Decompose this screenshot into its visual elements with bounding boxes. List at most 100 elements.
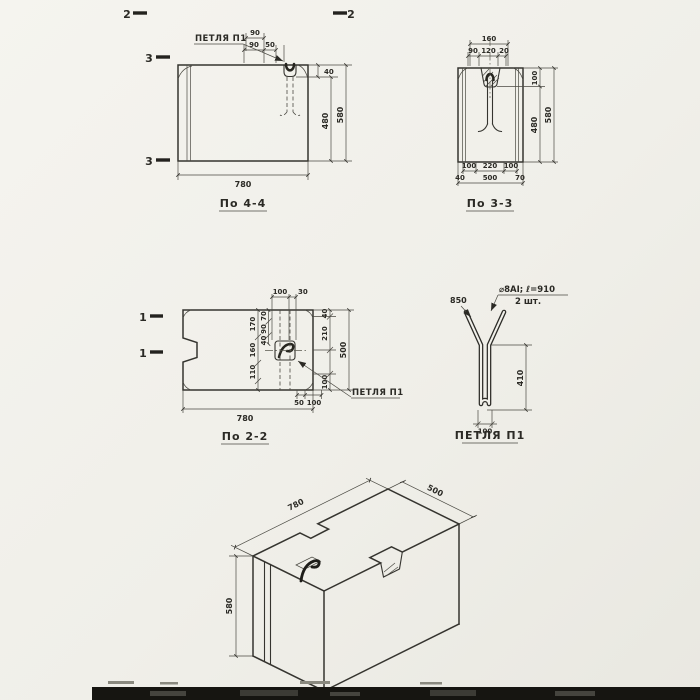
dim-90: 90: [468, 47, 478, 55]
dim-extension-lines: [271, 294, 297, 340]
view-loop-detail: 410 100 850 ⌀8АI; ℓ=910 2 шт. ПЕТЛЯ П1: [450, 285, 568, 444]
section-marker-1: 1: [139, 347, 147, 360]
corner-fillet: [177, 65, 193, 80]
dim-tick: [475, 421, 481, 427]
dim-100: 100: [462, 162, 477, 170]
block-outline-4-4: [177, 64, 309, 162]
dim-extension: [458, 514, 478, 525]
bar-spec: ⌀8АI; ℓ=910: [499, 285, 555, 295]
corner-fillets: [182, 309, 314, 391]
view-section-3-3: 160 90 120 20 100 480 580 100: [455, 35, 558, 212]
dim-line: [399, 480, 476, 519]
dim-40: 40: [455, 174, 465, 182]
view-title-3-3: По 3-3: [467, 197, 513, 210]
dim-500: 500: [426, 483, 445, 499]
section-marker-2: 2: [123, 8, 131, 21]
dim-160: 160: [482, 35, 497, 43]
dim-90: 90: [260, 324, 268, 334]
loop-label-2-2: ПЕТЛЯ П1: [352, 388, 404, 398]
view-title-4-4: По 4-4: [220, 197, 266, 210]
dim-tick: [326, 346, 334, 354]
scan-artifact: [160, 682, 178, 685]
dim-100: 100: [504, 162, 519, 170]
dim-780: 780: [286, 497, 305, 513]
dim-40: 40: [321, 309, 329, 319]
interior-dim-chain-b: 70 90 40: [260, 307, 272, 347]
dim-110: 110: [249, 365, 257, 380]
scan-artifact: [150, 691, 186, 696]
section-marker-3: 3: [145, 155, 153, 168]
dim-850: 850: [450, 296, 467, 305]
interior-dim-chain-a: 170 160 110: [249, 307, 262, 393]
dim-480: 480: [530, 116, 539, 133]
dim-780: 780: [237, 414, 254, 423]
dim-120: 120: [481, 47, 496, 55]
corner-fillet: [457, 67, 469, 81]
dim-580: 580: [225, 597, 234, 614]
dim-580: 580: [336, 106, 345, 123]
groove-lines-iso: [263, 560, 272, 666]
scan-artifact: [330, 692, 360, 696]
loop-bar-4-4: [284, 62, 296, 72]
dim-100: 100: [321, 375, 329, 390]
groove-lines: [186, 65, 191, 161]
dim-extension: [365, 477, 389, 490]
leader-line: [460, 305, 472, 318]
leader-line: [242, 43, 284, 62]
dim-100: 100: [273, 288, 288, 296]
pocket-hatching: [482, 68, 500, 87]
scan-artifact: [420, 682, 442, 685]
dim-30: 30: [298, 288, 308, 296]
view-title-loop: ПЕТЛЯ П1: [455, 429, 526, 442]
dim-90-top: 90: [250, 29, 260, 37]
dim-780: 780: [235, 180, 252, 189]
loop-hidden-legs: [279, 77, 301, 116]
view-section-4-4: 90 90 50 ПЕТЛЯ П1 40 480 580 780 По 4-4 …: [123, 8, 355, 212]
bar-quantity: 2 шт.: [515, 297, 541, 307]
scan-artifact: [430, 690, 476, 696]
leader-line: [297, 360, 352, 398]
block-outline-3-3: [457, 67, 524, 163]
section-marker-2: 2: [347, 8, 355, 21]
block-outline-2-2: [182, 309, 314, 391]
dim-160: 160: [249, 343, 257, 358]
loop-bar-core: [464, 310, 506, 406]
dim-tick: [326, 370, 334, 378]
scan-bottom-band: [92, 681, 700, 700]
block-edges: [251, 487, 461, 693]
loop-pocket-4-4: [283, 64, 297, 78]
dim-40: 40: [324, 68, 334, 76]
dim-50: 50: [294, 399, 304, 407]
dim-500: 500: [483, 174, 498, 182]
dim-480: 480: [321, 112, 330, 129]
dim-70: 70: [260, 311, 268, 321]
view-section-2-2: 100 30 170 160 110 70 90 40: [139, 288, 404, 445]
dim-line: [233, 477, 372, 550]
front-notch-cut: [380, 551, 403, 578]
dim-extension: [387, 479, 407, 490]
dim-100: 100: [307, 399, 322, 407]
section-marker-3: 3: [145, 52, 153, 65]
dim-410: 410: [516, 369, 525, 386]
wall-lines: [462, 68, 519, 162]
scan-artifact: [300, 681, 330, 684]
dim-170: 170: [249, 317, 257, 332]
dim-100: 100: [478, 428, 493, 436]
dim-tick: [326, 313, 334, 320]
leader-line: [490, 294, 499, 312]
loop-bar-iso: [299, 559, 321, 583]
dim-40: 40: [260, 336, 268, 346]
dim-tick: [489, 421, 495, 427]
loop-pocket-3-3: [480, 67, 501, 88]
scan-artifact: [240, 690, 298, 696]
dim-70: 70: [515, 174, 525, 182]
loop-pocket-iso: [295, 556, 322, 570]
scan-artifact: [555, 691, 595, 696]
view-isometric: 780 500 580: [225, 477, 478, 693]
loop-label-4-4: ПЕТЛЯ П1: [195, 34, 247, 44]
dim-220: 220: [483, 162, 498, 170]
section-marker-1: 1: [139, 311, 147, 324]
corner-fillet: [512, 67, 524, 81]
